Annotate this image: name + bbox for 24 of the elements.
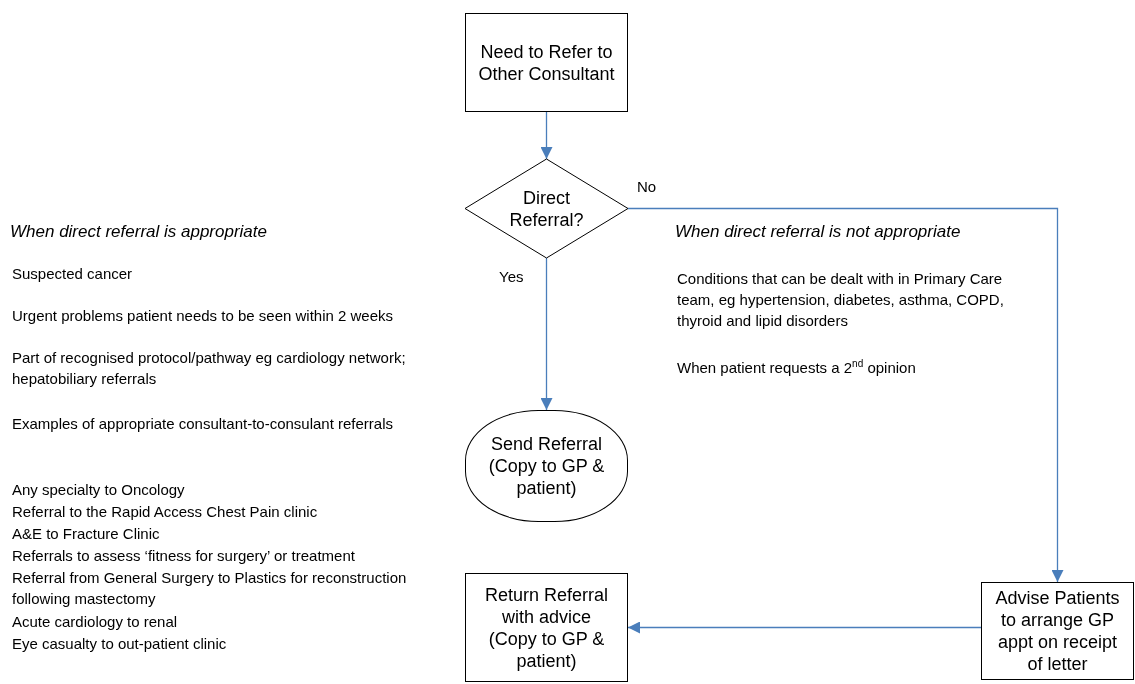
- arrow: [540, 111, 553, 160]
- terminal-shape: Send Referral (Copy to GP & patient): [465, 410, 628, 522]
- section-heading: When direct referral is not appropriate: [675, 221, 962, 242]
- note-text: Urgent problems patient needs to be seen within 2 weeks: [12, 306, 395, 326]
- note-text: Eye casualty to out-patient clinic: [12, 634, 228, 654]
- note-text: Conditions that can be dealt with in Primary Care team, eg hypertension, diabetes, asthma, COPD, thyroid and lipid disorders: [677, 269, 1005, 331]
- arrow: [627, 207, 1064, 583]
- note-text: Part of recognised protocol/pathway eg cardiology network; hepatobiliary referrals: [12, 348, 407, 389]
- note-text: Referral to the Rapid Access Chest Pain clinic: [12, 502, 319, 522]
- arrow: [540, 257, 553, 411]
- note-text: Suspected cancer: [12, 264, 134, 284]
- process-box: Need to Refer to Other Consultant: [465, 13, 628, 112]
- note-text: Referrals to assess ‘fitness for surgery’ or treatment: [12, 546, 356, 566]
- section-heading: When direct referral is appropriate: [10, 221, 268, 242]
- arrow: [627, 621, 982, 634]
- note-text: Examples of appropriate consultant-to-consulant referrals: [12, 414, 395, 434]
- note-text: A&E to Fracture Clinic: [12, 524, 161, 544]
- note-text: Acute cardiology to renal: [12, 612, 179, 632]
- decision-diamond: Direct Referral?: [465, 159, 628, 258]
- process-box: Return Referral with advice (Copy to GP & patient): [465, 573, 628, 682]
- process-box: Advise Patients to arrange GP appt on receipt of letter: [981, 582, 1134, 680]
- note-text: When patient requests a 2$^{nd}$ opinion: [677, 357, 917, 378]
- note-text: Referral from General Surgery to Plastics for reconstruction following mastectomy: [12, 568, 408, 609]
- note-text: Any specialty to Oncology: [12, 480, 186, 500]
